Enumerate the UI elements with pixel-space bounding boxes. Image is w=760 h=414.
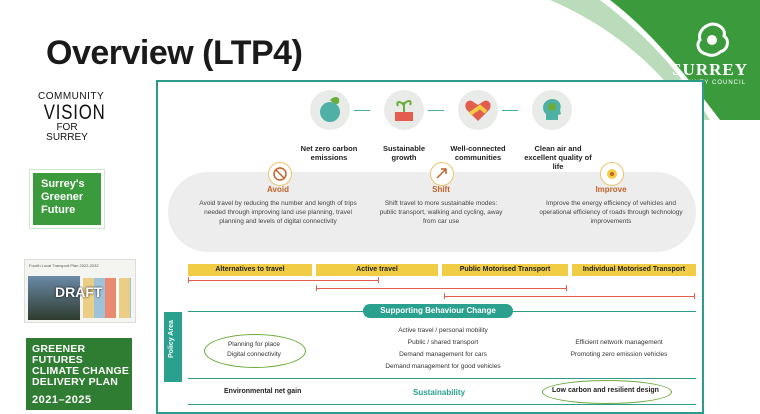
logo-subtitle: COUNTY COUNCIL — [678, 80, 746, 86]
objective-label: Net zero carbon emissions — [300, 144, 358, 162]
community-vision-line2: VISION — [43, 101, 106, 124]
logo-name: SURREY — [672, 60, 748, 79]
community-vision-line3: FOR SURREY — [46, 122, 88, 143]
mode-range-line — [444, 296, 694, 297]
low-carbon-oval — [542, 380, 672, 404]
seedling-money-icon — [384, 90, 424, 130]
greener-future-line1: Surrey's — [41, 178, 85, 190]
mode-label: Public Motorised Transport — [442, 264, 568, 276]
community-vision-line1: COMMUNITY — [38, 91, 105, 102]
delivery-plan-line2: CLIMATE CHANGE — [32, 365, 130, 377]
shift-icon — [430, 162, 454, 186]
mode-range-tick — [566, 285, 567, 291]
approach-text: Shift travel to more sustainable modes: … — [379, 200, 503, 225]
mode-range-tick — [694, 293, 695, 299]
improve-icon — [600, 162, 624, 186]
policy-right-item: Promoting zero emission vehicles — [570, 351, 668, 358]
policy-area-label: Policy Area — [164, 312, 182, 382]
delivery-plan-badge: GREENER FUTURES CLIMATE CHANGE DELIVERY … — [26, 338, 132, 410]
mode-range-line — [188, 280, 378, 281]
delivery-plan-years: 2021–2025 — [32, 394, 92, 406]
globe-leaf-icon — [310, 90, 350, 130]
ltp-draft-stamp: DRAFT — [55, 284, 103, 300]
policy-bottom-line — [188, 378, 696, 379]
mode-range-tick — [378, 277, 379, 283]
planning-oval — [204, 334, 306, 368]
mode-range-tick — [444, 293, 445, 299]
policy-center-item: Public / shared transport — [407, 339, 479, 346]
ltp-draft-thumbnail: Fourth Local Transport Plan 2022-2032 DR… — [24, 259, 136, 323]
ltp-photo — [28, 276, 80, 320]
ltp-header: Fourth Local Transport Plan 2022-2032 — [29, 263, 99, 268]
head-leaf-icon — [532, 90, 572, 130]
community-vision-badge: COMMUNITY VISION FOR SURREY — [38, 91, 106, 143]
greener-future-line3: Future — [41, 204, 76, 216]
delivery-plan-line1: GREENER FUTURES — [32, 343, 86, 366]
connector-line — [428, 110, 444, 111]
approach-title: Shift — [432, 185, 450, 194]
approach-text: Improve the energy efficiency of vehicle… — [539, 200, 683, 225]
avoid-icon — [268, 162, 292, 186]
mode-range-line — [316, 288, 566, 289]
low-carbon-design: Low carbon and resilient design — [552, 387, 659, 394]
objective-label: Sustainable growth — [382, 144, 426, 162]
mode-range-tick — [316, 285, 317, 291]
connector-line — [502, 110, 518, 111]
ltp-tiles — [83, 278, 131, 318]
greener-future-line2: Greener — [41, 191, 84, 203]
policy-center-item: Active travel / personal mobility — [398, 327, 488, 334]
delivery-plan-line3: DELIVERY PLAN — [32, 376, 119, 388]
policy-center-item: Demand management for cars — [399, 351, 487, 358]
policy-center-item: Demand management for good vehicles — [385, 363, 501, 370]
mode-range-tick — [188, 277, 189, 283]
approach-title: Improve — [595, 185, 627, 194]
supporting-behaviour-change: Supporting Behaviour Change — [363, 304, 513, 318]
mode-label: Individual Motorised Transport — [572, 264, 696, 276]
objective-label: Well-connected communities — [450, 144, 506, 162]
policy-area-text: Policy Area — [168, 320, 175, 358]
policy-left-item: Digital connectivity — [227, 351, 281, 358]
connector-line — [354, 110, 370, 111]
surrey-logo-icon — [692, 22, 732, 63]
approach-text: Avoid travel by reducing the number and … — [199, 200, 357, 225]
objective-label: Clean air and excellent quality of life — [524, 144, 592, 171]
slide-title: Overview (LTP4) — [46, 34, 303, 72]
greener-future-badge: Surrey's Greener Future — [29, 169, 105, 229]
sustainability-line — [188, 404, 696, 405]
mode-label: Alternatives to travel — [188, 264, 312, 276]
policy-right-item: Efficient network management — [575, 339, 663, 346]
approach-title: Avoid — [267, 185, 289, 194]
framework-panel: Net zero carbon emissions Sustainable gr… — [156, 80, 704, 414]
environmental-net-gain: Environmental net gain — [224, 388, 302, 395]
heart-hands-icon — [458, 90, 498, 130]
policy-left-item: Planning for place — [227, 341, 281, 348]
sustainability-label: Sustainability — [413, 388, 466, 397]
mode-label: Active travel — [316, 264, 438, 276]
